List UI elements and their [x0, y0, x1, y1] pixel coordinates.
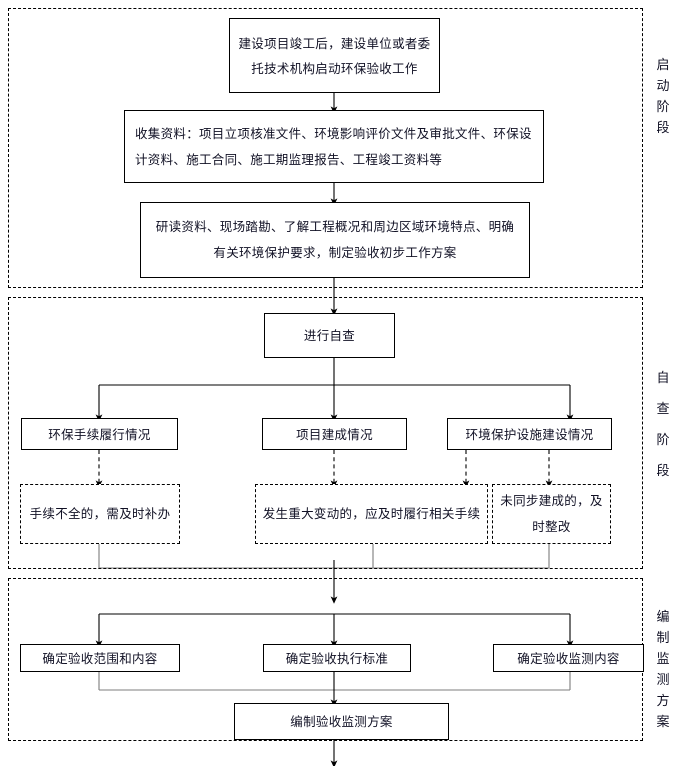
node-start-3[interactable]: 研读资料、现场踏勘、了解工程概况和周边区域环境特点、明确有关环境保护要求，制定验…: [140, 202, 530, 278]
node-self-a2[interactable]: 项目建成情况: [262, 418, 407, 450]
node-plan-a2-text: 确定验收执行标准: [285, 650, 389, 666]
phase-label-startup-ch-1: 动: [656, 79, 670, 94]
node-start-3-text: 研读资料、现场踏勘、了解工程概况和周边区域环境特点、明确有关环境保护要求，制定验…: [155, 219, 515, 260]
phase-container-selfcheck: [8, 297, 643, 569]
phase-label-selfcheck-ch-2: 阶: [656, 433, 670, 448]
node-plan-a1[interactable]: 确定验收范围和内容: [20, 644, 180, 672]
phase-label-startup-ch-3: 段: [656, 121, 670, 136]
phase-label-planning-ch-5: 案: [656, 715, 670, 730]
node-self-main-text: 进行自查: [303, 328, 356, 343]
node-self-b2-text: 发生重大变动的，应及时履行相关手续: [262, 506, 481, 521]
node-self-b1-text: 手续不全的，需及时补办: [29, 506, 171, 521]
phase-label-planning: 编 制 监 测 方 案: [650, 607, 676, 733]
node-plan-a3[interactable]: 确定验收监测内容: [493, 644, 644, 672]
node-start-2-text: 收集资料：项目立项核准文件、环境影响评价文件及审批文件、环保设计资料、施工合同、…: [135, 125, 532, 167]
phase-label-planning-ch-1: 制: [656, 631, 670, 646]
node-start-1[interactable]: 建设项目竣工后，建设单位或者委托技术机构启动环保验收工作: [229, 18, 440, 93]
phase-container-startup: [8, 8, 643, 288]
phase-label-planning-ch-3: 测: [656, 673, 670, 688]
phase-label-startup-ch-2: 阶: [656, 100, 670, 115]
phase-label-selfcheck: 自 查 阶 段: [650, 363, 676, 487]
phase-label-selfcheck-ch-0: 自: [656, 371, 670, 386]
node-plan-a3-text: 确定验收监测内容: [517, 650, 620, 666]
node-self-b1[interactable]: 手续不全的，需及时补办: [20, 484, 180, 544]
node-self-b3[interactable]: 未同步建成的，及时整改: [492, 484, 611, 544]
node-self-a3-text: 环境保护设施建设情况: [465, 426, 594, 442]
node-plan-final-text: 编制验收监测方案: [290, 714, 393, 729]
phase-label-planning-ch-4: 方: [656, 694, 670, 709]
phase-label-planning-ch-0: 编: [656, 610, 670, 625]
node-self-main[interactable]: 进行自查: [264, 313, 395, 358]
node-self-a1-text: 环保手续履行情况: [48, 426, 151, 442]
node-self-a2-text: 项目建成情况: [296, 426, 373, 442]
phase-label-startup: 启 动 阶 段: [650, 55, 676, 139]
phase-label-startup-ch-0: 启: [656, 58, 670, 73]
node-plan-a1-text: 确定验收范围和内容: [42, 650, 158, 666]
node-self-a3[interactable]: 环境保护设施建设情况: [447, 418, 612, 450]
node-plan-final[interactable]: 编制验收监测方案: [234, 703, 449, 740]
node-self-b3-text: 未同步建成的，及时整改: [500, 493, 603, 534]
node-start-2[interactable]: 收集资料：项目立项核准文件、环境影响评价文件及审批文件、环保设计资料、施工合同、…: [124, 110, 544, 183]
node-start-1-text: 建设项目竣工后，建设单位或者委托技术机构启动环保验收工作: [238, 35, 431, 76]
phase-label-selfcheck-ch-3: 段: [656, 464, 670, 479]
phase-label-selfcheck-ch-1: 查: [656, 402, 670, 417]
node-self-b2[interactable]: 发生重大变动的，应及时履行相关手续: [255, 484, 488, 544]
node-plan-a2[interactable]: 确定验收执行标准: [263, 644, 411, 672]
phase-label-planning-ch-2: 监: [656, 652, 670, 667]
node-self-a1[interactable]: 环保手续履行情况: [21, 418, 178, 450]
